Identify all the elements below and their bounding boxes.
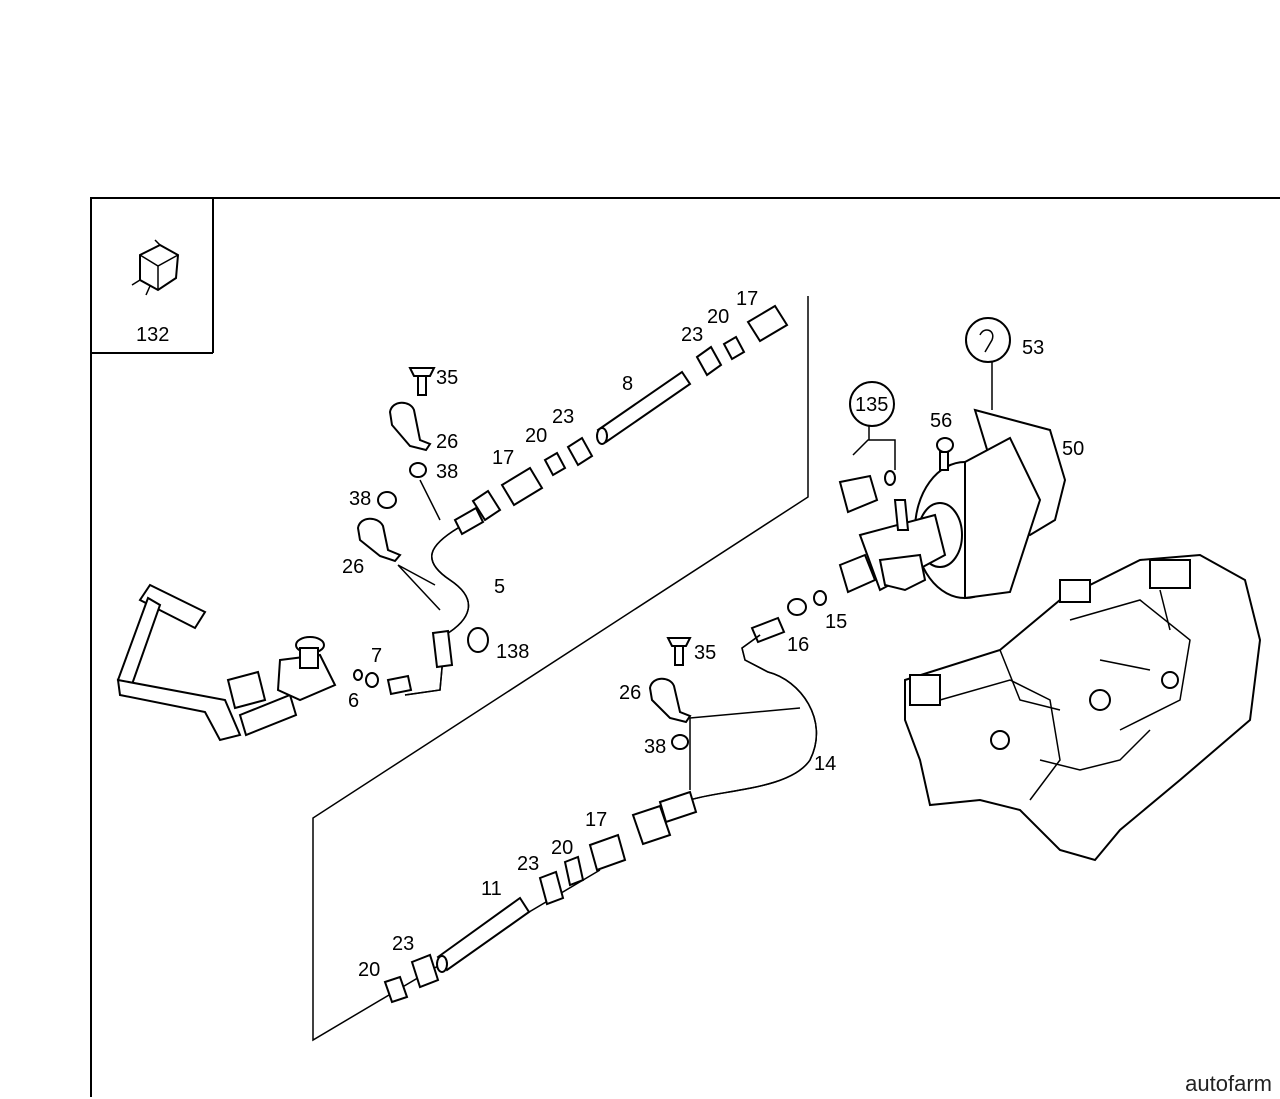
callout-135: 135 bbox=[855, 394, 888, 416]
callout-17: 17 bbox=[585, 809, 607, 831]
clutch-servo-50 bbox=[838, 317, 1067, 600]
callout-35: 35 bbox=[436, 367, 458, 389]
callout-138: 138 bbox=[496, 641, 529, 663]
group-outline bbox=[312, 296, 809, 1042]
callout-26: 26 bbox=[342, 556, 364, 578]
callout-23: 23 bbox=[392, 933, 414, 955]
callout-23: 23 bbox=[681, 324, 703, 346]
inset-label: 132 bbox=[136, 324, 169, 346]
callout-5: 5 bbox=[494, 576, 505, 598]
callout-38: 38 bbox=[349, 488, 371, 510]
gearbox-housing bbox=[904, 553, 1262, 862]
callout-26: 26 bbox=[436, 431, 458, 453]
callout-20: 20 bbox=[551, 837, 573, 859]
callout-6: 6 bbox=[348, 690, 359, 712]
watermark: autofarm bbox=[1181, 1071, 1276, 1097]
callout-8: 8 bbox=[622, 373, 633, 395]
callout-35: 35 bbox=[694, 642, 716, 664]
callout-20: 20 bbox=[525, 425, 547, 447]
callout-53: 53 bbox=[1022, 337, 1044, 359]
callout-17: 17 bbox=[736, 288, 758, 310]
callout-50: 50 bbox=[1062, 438, 1084, 460]
callout-11: 11 bbox=[481, 878, 502, 900]
callout-labels: 17 20 23 8 35 26 38 17 20 23 38 26 5 138… bbox=[342, 288, 1084, 981]
inset-132: 132 bbox=[90, 197, 214, 354]
lower-line-assembly bbox=[383, 564, 827, 1004]
callout-16: 16 bbox=[787, 634, 809, 656]
callout-17: 17 bbox=[492, 447, 514, 469]
callout-38: 38 bbox=[644, 736, 666, 758]
callout-20: 20 bbox=[707, 306, 729, 328]
upper-clamps bbox=[356, 367, 436, 563]
callout-56: 56 bbox=[930, 410, 952, 432]
callout-23: 23 bbox=[517, 853, 539, 875]
callout-38: 38 bbox=[436, 461, 458, 483]
callout-7: 7 bbox=[371, 645, 382, 667]
connector-icon bbox=[131, 239, 180, 296]
pedal-assembly bbox=[116, 583, 337, 742]
callout-26: 26 bbox=[619, 682, 641, 704]
upper-line-assembly bbox=[353, 304, 789, 696]
callout-15: 15 bbox=[825, 611, 847, 633]
callout-20: 20 bbox=[358, 959, 380, 981]
callout-23: 23 bbox=[552, 406, 574, 428]
diagram-frame bbox=[90, 197, 1280, 1097]
callout-14: 14 bbox=[814, 753, 836, 775]
leader-38 bbox=[419, 479, 441, 521]
